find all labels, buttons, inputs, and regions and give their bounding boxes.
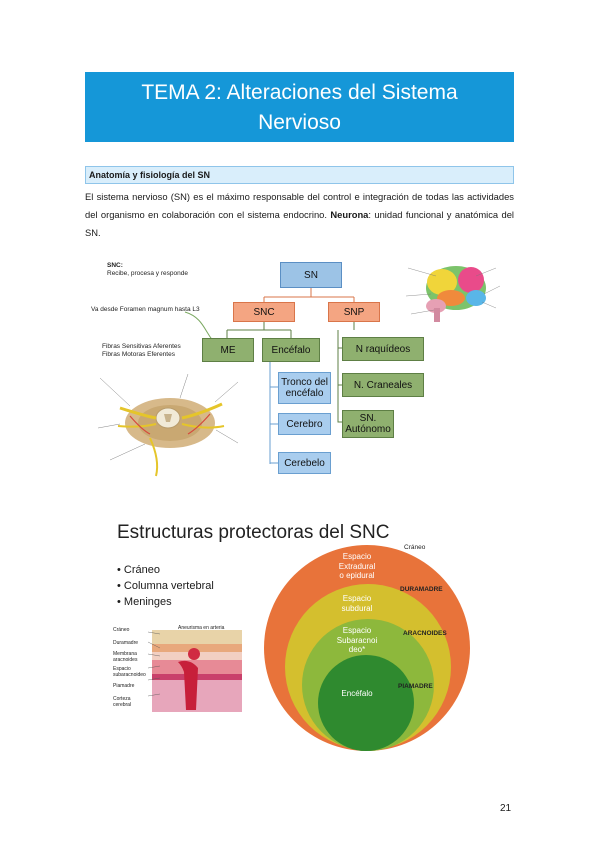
spinal-cord-illustration bbox=[97, 373, 239, 477]
intro-text-1: El sistema nervioso (SN) es el máximo re… bbox=[85, 191, 514, 220]
text-encefalo: Encéfalo bbox=[341, 689, 373, 698]
bullet-columna: Columna vertebral bbox=[117, 578, 214, 594]
foramen-note: Va desde Foramen magnum hasta L3 bbox=[91, 306, 200, 313]
circle-encefalo bbox=[318, 655, 414, 751]
node-tronco-encefalo: Tronco del encéfalo bbox=[278, 372, 331, 404]
node-snc: SNC bbox=[233, 302, 295, 322]
sn-autonomo-line2: Autónomo bbox=[345, 424, 391, 435]
protective-title: Estructuras protectoras del SNC bbox=[117, 522, 390, 543]
node-n-raquideos: N raquídeos bbox=[342, 337, 424, 361]
fibras-note: Fibras Sensitivas Aferentes Fibras Motor… bbox=[102, 343, 181, 359]
sn-autonomo-line1: SN. bbox=[359, 413, 377, 424]
bullet-craneo: Cráneo bbox=[117, 562, 214, 578]
section-heading: Anatomía y fisiología del SN bbox=[85, 166, 514, 184]
label-duramadre: DURAMADRE bbox=[400, 586, 443, 593]
tronco-line2: encéfalo bbox=[285, 388, 324, 399]
bullet-meninges: Meninges bbox=[117, 594, 214, 610]
node-sn: SN bbox=[280, 262, 342, 288]
snc-note-title: SNC: bbox=[107, 262, 123, 269]
page-title-line1: TEMA 2: Alteraciones del Sistema bbox=[141, 81, 458, 104]
meninges-label-duramadre: Duramadre bbox=[113, 640, 139, 646]
fibras-aferentes: Fibras Sensitivas Aferentes bbox=[102, 343, 181, 350]
label-piamadre: PIAMADRE bbox=[398, 683, 433, 690]
meninges-label-corteza: Corteza cerebral bbox=[113, 696, 132, 708]
text-subarac-1: Espacio bbox=[342, 626, 372, 635]
text-epidural-1: Espacio bbox=[342, 552, 372, 561]
intro-bold-neurona: Neurona bbox=[330, 209, 369, 220]
meninges-label-piamadre: Piamadre bbox=[113, 683, 135, 689]
node-n-craneales: N. Craneales bbox=[342, 373, 424, 397]
meninges-label-espacio: Espacio subaracnoideo bbox=[113, 666, 146, 678]
node-cerebelo: Cerebelo bbox=[278, 452, 331, 474]
tronco-line1: Tronco del bbox=[281, 377, 328, 388]
meninges-illustration bbox=[147, 630, 242, 712]
text-epidural-3: o epidural bbox=[339, 571, 375, 580]
intro-paragraph: El sistema nervioso (SN) es el máximo re… bbox=[85, 188, 514, 242]
text-subdural-1: Espacio bbox=[342, 594, 372, 603]
page-number: 21 bbox=[500, 803, 512, 814]
node-me: ME bbox=[202, 338, 254, 362]
snc-note: SNC: Recibe, procesa y responde bbox=[107, 262, 188, 278]
text-subarac-2: Subaracnoi bbox=[336, 635, 378, 645]
brain-illustration bbox=[405, 266, 501, 322]
node-cerebro: Cerebro bbox=[278, 413, 331, 435]
text-epidural-2: Extradural bbox=[338, 561, 376, 571]
page-title-banner: TEMA 2: Alteraciones del Sistema Nervios… bbox=[85, 72, 514, 142]
text-subdural-2: subdural bbox=[341, 603, 373, 613]
fibras-eferentes: Fibras Motoras Eferentes bbox=[102, 351, 175, 358]
text-subdural: Espacio subdural bbox=[327, 594, 387, 613]
meninges-label-aneurisma: Aneurisma en arteria bbox=[178, 625, 225, 631]
node-encefalo: Encéfalo bbox=[262, 338, 320, 362]
label-aracnoides: ARACNOIDES bbox=[403, 630, 447, 637]
snc-note-text: Recibe, procesa y responde bbox=[107, 270, 188, 277]
node-snp: SNP bbox=[328, 302, 380, 322]
meninges-label-craneo: Cráneo bbox=[113, 627, 130, 633]
text-subaracnoideo: Espacio Subaracnoi deo* bbox=[327, 626, 387, 655]
intro-text-2: : unidad funcional y anatómica del SN. bbox=[85, 209, 514, 238]
page-title-line2: Nervioso bbox=[258, 111, 341, 134]
text-epidural: Espacio Extradural o epidural bbox=[327, 552, 387, 581]
label-craneo: Cráneo bbox=[404, 544, 426, 551]
meninges-label-membrana: Membrana aracnoides bbox=[113, 651, 138, 663]
protective-bullets: Cráneo Columna vertebral Meninges bbox=[117, 562, 214, 610]
node-sn-autonomo: SN. Autónomo bbox=[342, 410, 394, 438]
text-subarac-3: deo* bbox=[348, 645, 366, 654]
